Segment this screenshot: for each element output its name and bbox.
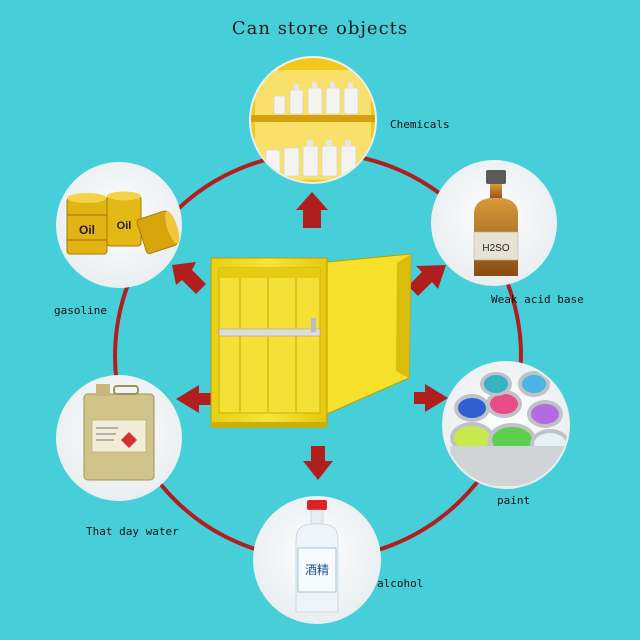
label-gasoline: gasoline xyxy=(54,304,107,317)
arrow-up-left-icon xyxy=(172,262,206,294)
label-chemicals: Chemicals xyxy=(390,118,450,131)
oil-drum-text: Oil xyxy=(79,223,95,237)
chemical-bottles-on-shelf-icon xyxy=(251,58,375,182)
alcohol-bottle-icon: 酒精 xyxy=(295,500,339,613)
label-that-day-water: That day water xyxy=(86,525,179,538)
safety-cabinet-image xyxy=(210,253,412,428)
label-paint: paint xyxy=(497,494,531,507)
arrow-down-icon xyxy=(303,446,333,480)
oil-drums-icon: Oil Oil xyxy=(66,191,180,255)
label-weak-acid-base: Weak acid base xyxy=(491,293,584,306)
label-alcohol: alcohol xyxy=(377,577,424,590)
acid-bottle-icon: H2SO xyxy=(473,170,519,276)
jerry-can-icon xyxy=(83,384,155,481)
arrow-left-icon xyxy=(176,385,212,413)
acid-bottle-text: H2SO xyxy=(482,243,509,254)
alcohol-bottle-text: 酒精 xyxy=(305,563,329,577)
arrow-up-right-icon xyxy=(408,265,446,296)
arrow-right-icon xyxy=(414,384,448,412)
paint-cans-icon xyxy=(450,371,568,486)
svg-text:Oil: Oil xyxy=(117,220,132,232)
page-title: Can store objects xyxy=(231,18,409,39)
arrow-up-icon xyxy=(296,192,328,228)
